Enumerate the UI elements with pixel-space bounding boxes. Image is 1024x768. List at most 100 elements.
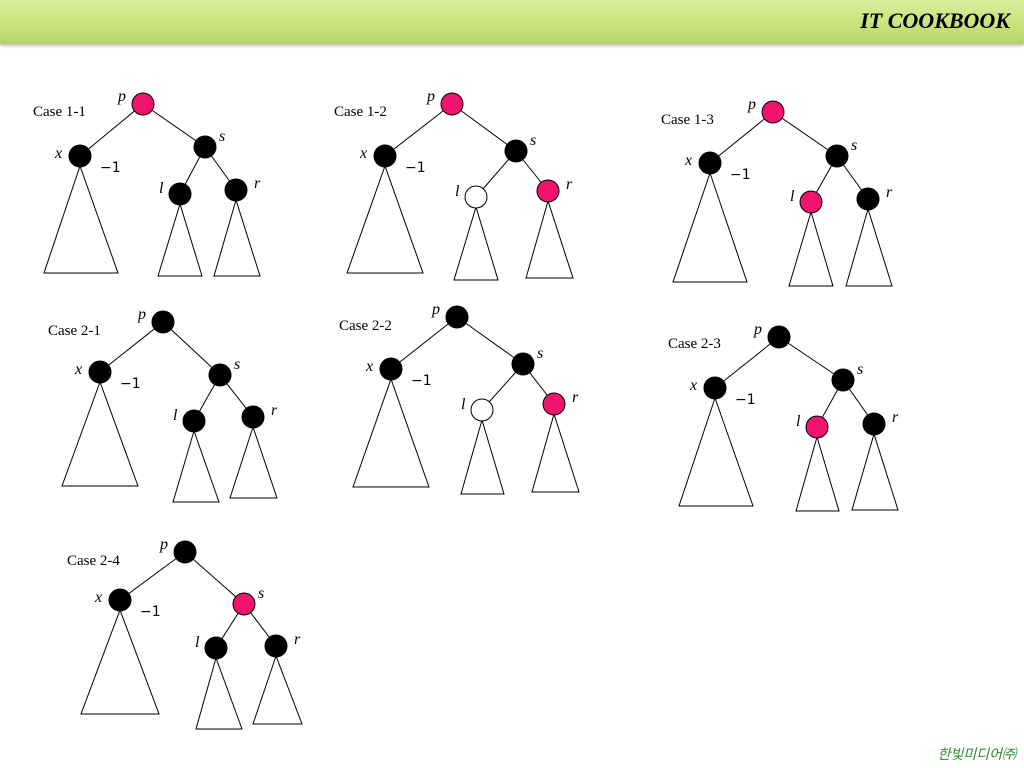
case-2-1-node-s — [208, 363, 232, 387]
case-1-2-x-value: −1 — [405, 160, 426, 176]
case-2-1-x-subtree — [61, 380, 139, 487]
case-2-3-label: Case 2-3 — [668, 336, 721, 352]
case-1-3-l-subtree — [788, 210, 834, 287]
case-2-2-label-s: s — [537, 345, 543, 362]
case-2-2-x-subtree — [352, 377, 430, 488]
case-1-3-x-subtree — [672, 171, 748, 283]
case-2-2-edge-p-x — [390, 316, 458, 370]
case-2-3-x-subtree — [678, 396, 754, 507]
footer-publisher: 한빛미디어㈜ — [937, 747, 1016, 763]
case-2-4-node-p — [173, 540, 197, 564]
case-2-1-label-r: r — [271, 402, 278, 419]
case-1-3-label: Case 1-3 — [661, 112, 714, 128]
case-2-3-edge-p-s — [778, 336, 844, 381]
case-2-1-node-x — [88, 360, 112, 384]
case-2-4-r-subtree — [252, 654, 303, 725]
case-1-2-label-r: r — [566, 176, 573, 193]
case-2-1-edge-p-x — [99, 321, 164, 373]
case-2-4-label-s: s — [258, 585, 264, 602]
case-1-2-label-l: l — [455, 183, 460, 200]
case-2-4-label-r: r — [294, 631, 301, 648]
case-2-2-label-p: p — [431, 301, 440, 318]
case-2-3-l-subtree — [795, 435, 840, 512]
case-1-3-node-x — [698, 151, 722, 175]
case-1-1-l-subtree — [157, 202, 203, 277]
case-2-4-label-p: p — [159, 536, 168, 553]
case-2-1-r-subtree — [229, 425, 278, 499]
case-1-1-label-x: x — [54, 145, 62, 162]
case-1-1-node-s — [193, 135, 217, 159]
case-2-2-label-r: r — [572, 389, 579, 406]
case-2-3-node-s — [831, 368, 855, 392]
case-1-2-node-s — [504, 139, 528, 163]
case-2-3-node-r — [862, 412, 886, 436]
case-1-2-label-p: p — [426, 88, 435, 105]
case-1-3-label-p: p — [747, 96, 756, 113]
case-2-1-l-subtree — [172, 429, 220, 503]
case-2-4-node-r — [264, 634, 288, 658]
case-2-4-l-subtree — [195, 656, 243, 730]
case-2-2-edge-p-s — [456, 316, 524, 365]
case-1-3-node-p — [761, 100, 785, 124]
case-2-4-label-l: l — [195, 634, 200, 651]
case-2-3-label-x: x — [689, 377, 697, 394]
case-1-1-x-subtree — [43, 164, 119, 274]
case-1-1-label-l: l — [159, 180, 164, 197]
case-2-1-node-p — [151, 310, 175, 334]
case-1-2-node-r — [536, 179, 560, 203]
case-1-2-node-x — [373, 144, 397, 168]
case-1-2-x-subtree — [346, 164, 424, 274]
case-1-3-node-l — [799, 190, 823, 214]
case-2-4-label: Case 2-4 — [67, 553, 120, 569]
case-1-1-node-r — [224, 178, 248, 202]
case-2-4-node-l — [204, 636, 228, 660]
case-2-4-label-x: x — [94, 589, 102, 606]
case-1-3-label-l: l — [790, 188, 795, 205]
case-1-2-edge-p-x — [384, 103, 453, 157]
case-1-3-x-value: −1 — [730, 167, 751, 183]
case-2-3-node-x — [703, 376, 727, 400]
case-1-1-edge-p-s — [142, 103, 206, 148]
case-1-1-r-subtree — [213, 198, 261, 277]
case-2-1-label-x: x — [74, 361, 82, 378]
case-2-3-r-subtree — [851, 432, 899, 511]
header-bar: IT COOKBOOK — [0, 0, 1024, 44]
case-2-2-label-x: x — [365, 358, 373, 375]
case-1-1-label: Case 1-1 — [33, 104, 86, 120]
case-2-2-node-s — [511, 352, 535, 376]
case-2-3-label-s: s — [857, 361, 863, 378]
case-1-2-node-l — [464, 185, 488, 209]
case-1-1-label-s: s — [219, 128, 225, 145]
case-1-3-label-r: r — [886, 184, 893, 201]
case-2-3-edge-p-x — [714, 336, 780, 389]
case-1-1-edge-p-x — [79, 103, 144, 157]
case-1-2-edge-p-s — [451, 103, 517, 152]
case-1-2-label-x: x — [359, 145, 367, 162]
case-1-3-label-x: x — [684, 152, 692, 169]
case-2-2-node-x — [379, 357, 403, 381]
case-2-3-label-l: l — [796, 413, 801, 430]
case-1-1-x-value: −1 — [100, 160, 121, 176]
case-2-2-label: Case 2-2 — [339, 318, 392, 334]
case-1-3-tree: Case 1-3 p s x l r −1 — [661, 96, 893, 287]
case-1-2-r-subtree — [525, 199, 574, 279]
case-2-1-label: Case 2-1 — [48, 323, 101, 339]
case-2-2-l-subtree — [460, 418, 505, 495]
case-1-3-node-r — [856, 187, 880, 211]
case-1-1-node-l — [168, 182, 192, 206]
case-2-4-edge-p-s — [184, 551, 245, 605]
case-1-3-label-s: s — [851, 137, 857, 154]
case-2-1-label-p: p — [137, 306, 146, 323]
case-2-1-node-l — [182, 409, 206, 433]
case-2-2-node-r — [542, 392, 566, 416]
case-1-3-edge-p-x — [709, 111, 774, 164]
case-2-1-edge-p-s — [162, 321, 221, 376]
case-1-1-node-p — [131, 92, 155, 116]
header-title: IT COOKBOOK — [860, 8, 1010, 33]
case-2-2-node-l — [470, 398, 494, 422]
case-2-3-x-value: −1 — [735, 392, 756, 408]
case-2-2-r-subtree — [531, 412, 580, 493]
case-2-3-label-r: r — [892, 409, 899, 426]
